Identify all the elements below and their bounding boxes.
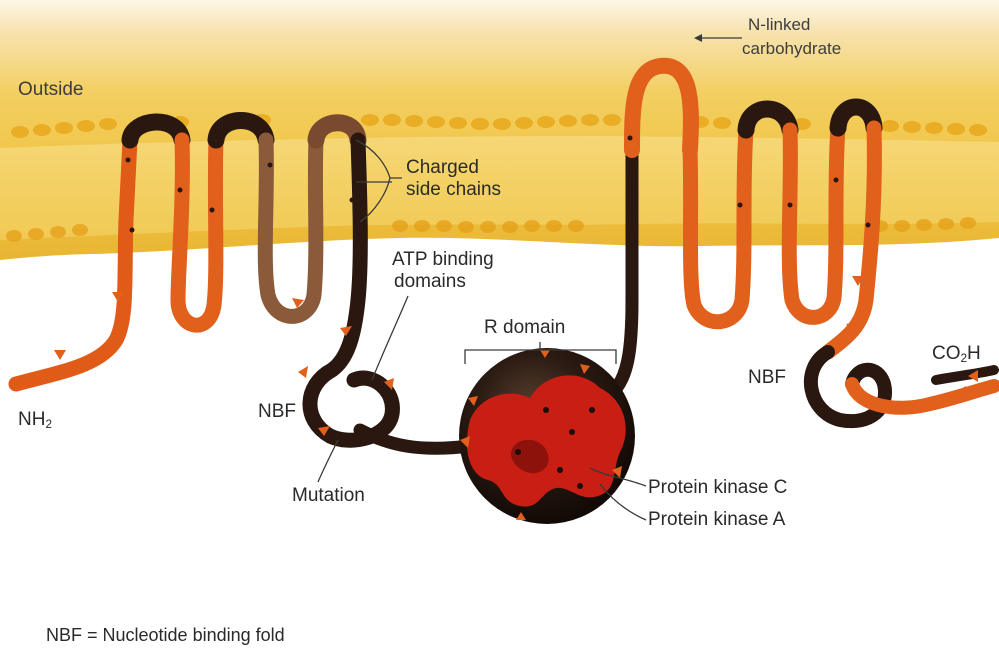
mutation-label: Mutation bbox=[292, 486, 365, 506]
co2h-label: CO2H bbox=[932, 344, 981, 365]
nbf-right-label: NBF bbox=[748, 368, 786, 388]
r-domain-label: R domain bbox=[484, 318, 565, 338]
charged-label-line1: Charged bbox=[406, 158, 479, 178]
nh2-subscript: 2 bbox=[45, 418, 52, 431]
atp-pointer bbox=[372, 296, 408, 380]
co2h-tail: H bbox=[967, 343, 981, 364]
nh2-label: NH2 bbox=[18, 410, 52, 431]
n-linked-label-line1: N-linked bbox=[748, 16, 810, 34]
mutation-pointer bbox=[318, 440, 338, 482]
nbf-left-label: NBF bbox=[258, 402, 296, 422]
outside-label: Outside bbox=[18, 80, 83, 100]
atp-label-line1: ATP binding bbox=[392, 250, 494, 270]
co2h-main: CO bbox=[932, 343, 961, 364]
legend-nbf: NBF = Nucleotide binding fold bbox=[46, 626, 285, 645]
r-domain-sphere bbox=[459, 348, 635, 524]
atp-label-line2: domains bbox=[394, 272, 466, 292]
nh2-main: NH bbox=[18, 409, 45, 430]
n-linked-label-line2: carbohydrate bbox=[742, 40, 841, 58]
charged-label-line2: side chains bbox=[406, 180, 501, 200]
protein-kinase-a-label: Protein kinase A bbox=[648, 510, 785, 530]
protein-kinase-c-label: Protein kinase C bbox=[648, 478, 787, 498]
